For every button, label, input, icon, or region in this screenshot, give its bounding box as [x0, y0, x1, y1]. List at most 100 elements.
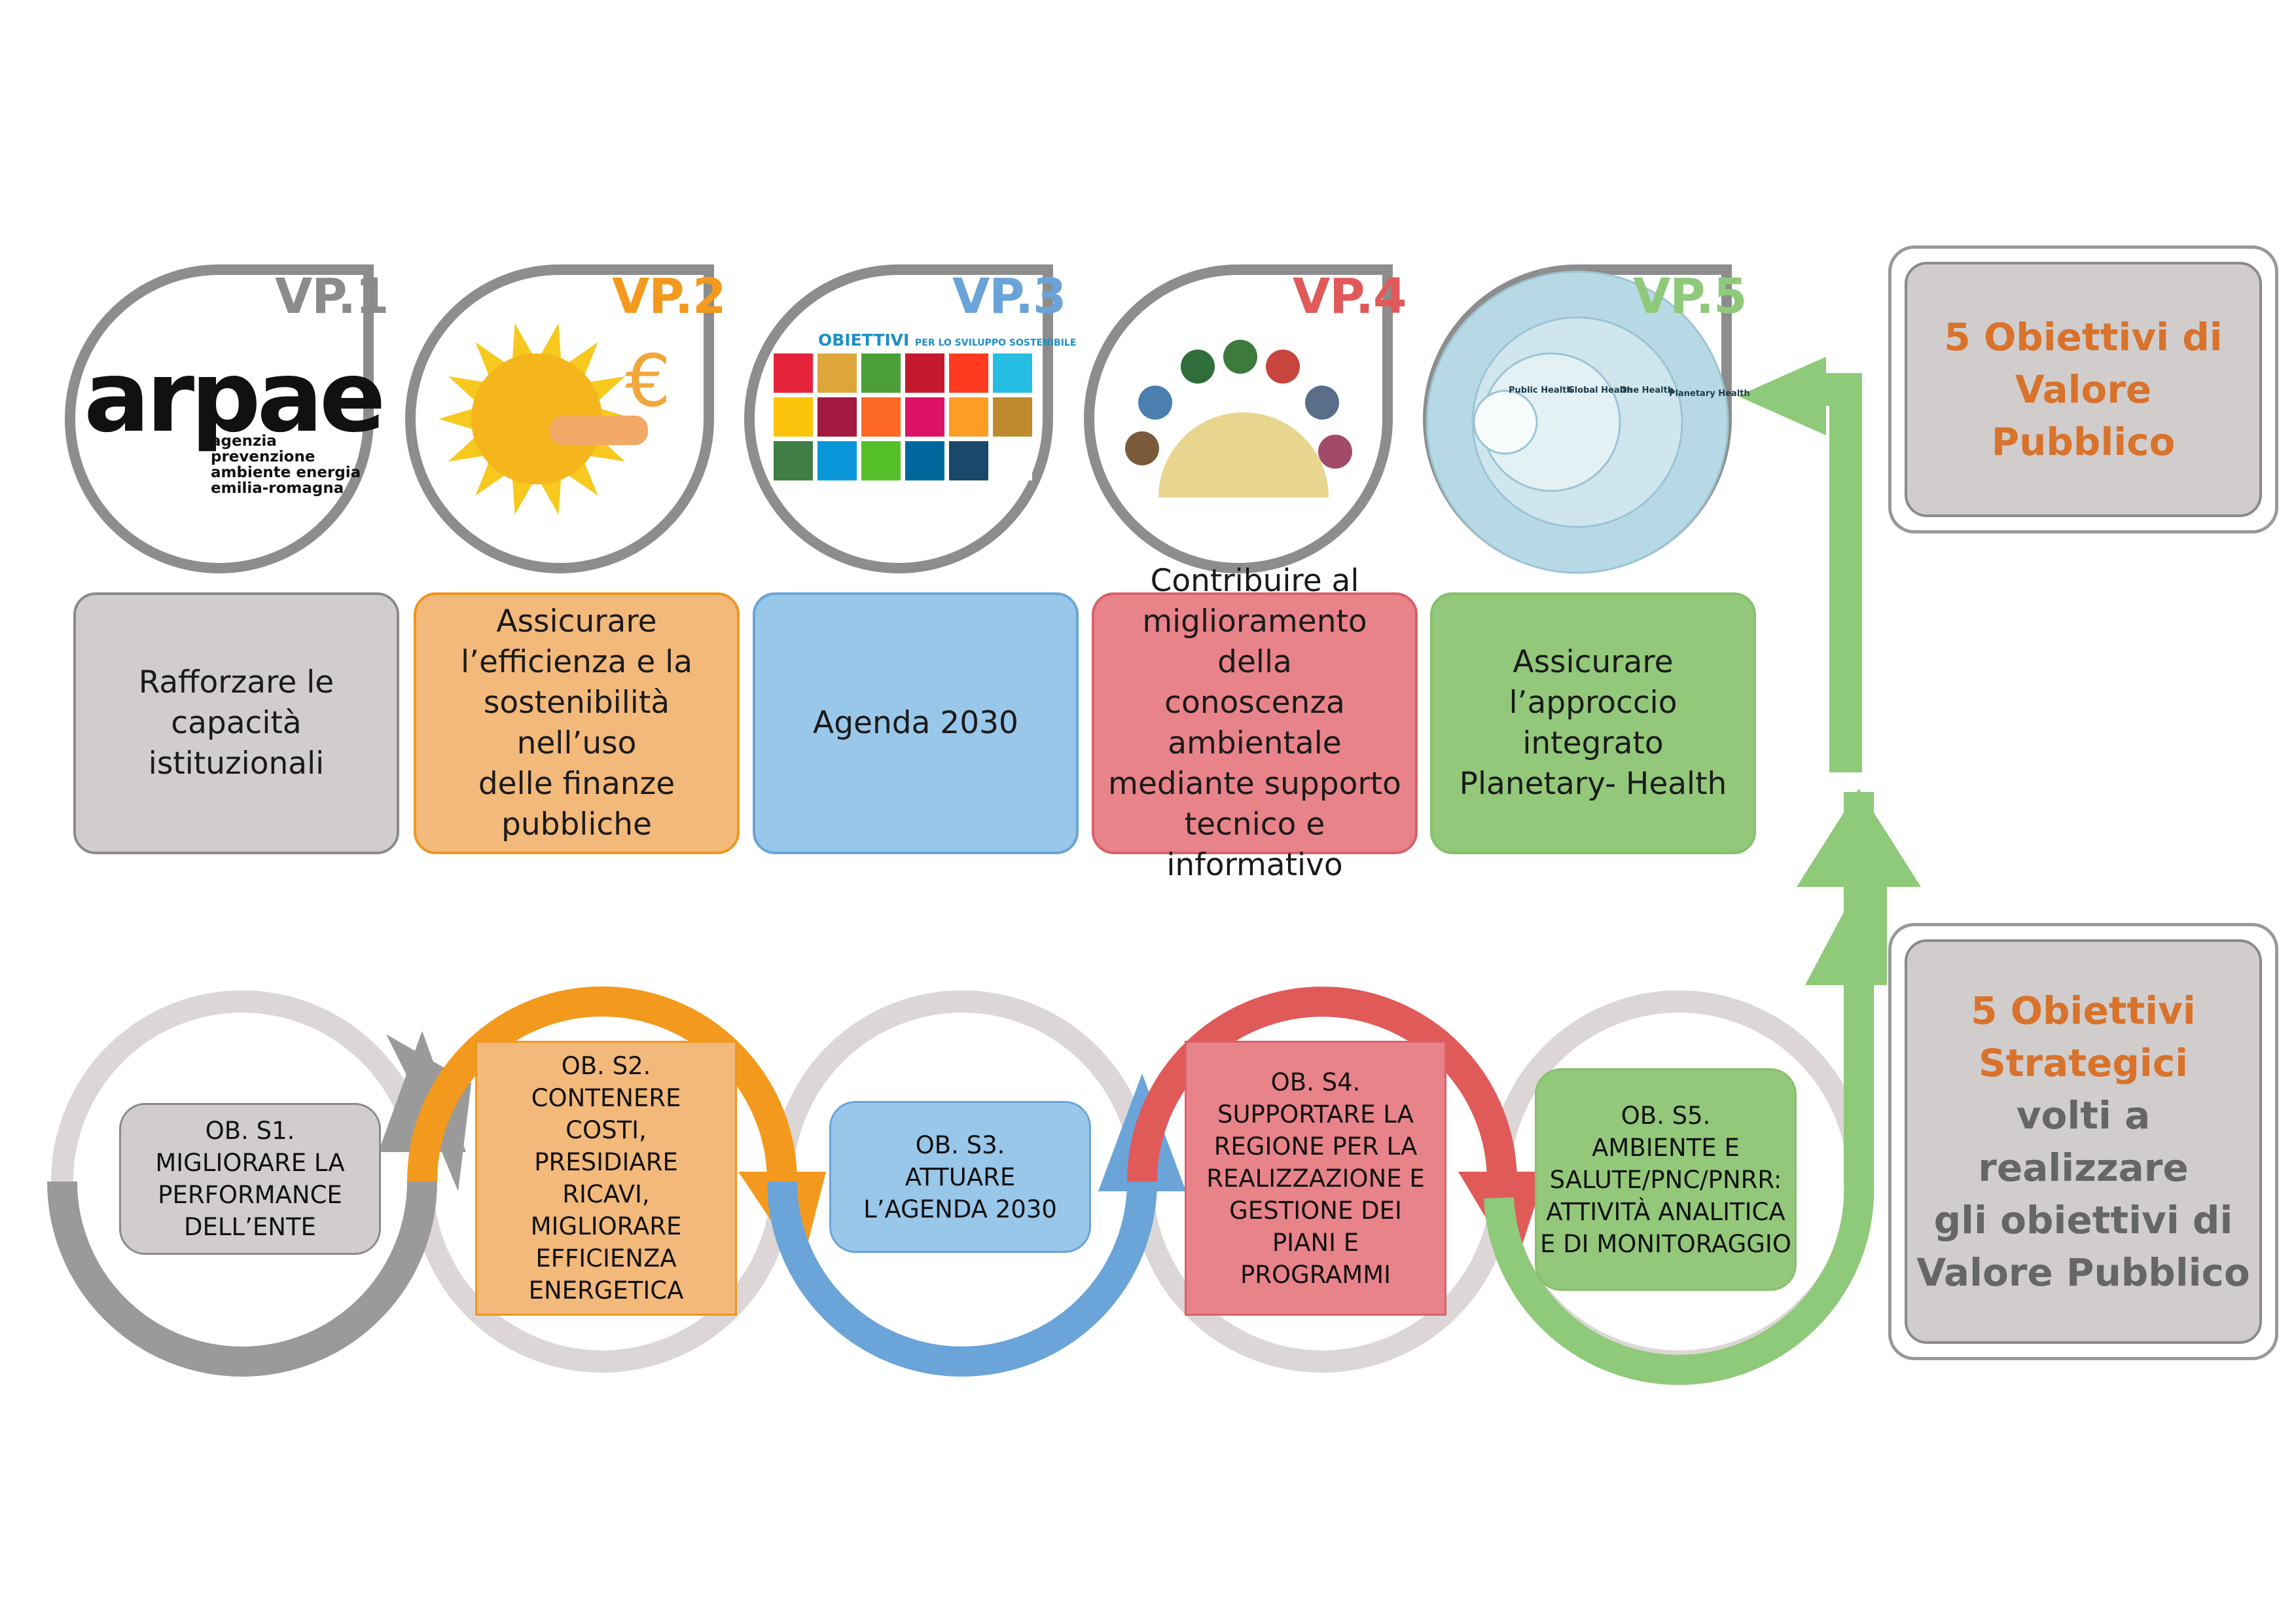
vp4-description: Contribuire al miglioramento della conosce… [1092, 563, 1418, 883]
ob-s2-line: COSTI, [565, 1116, 647, 1144]
ob-s3-line: L’AGENDA 2030 [863, 1195, 1057, 1223]
planetary-health-label: Planetary Health [1669, 389, 1750, 399]
vp3-description: Agenda 2030 [753, 592, 1079, 854]
arc-s3 [767, 1181, 1157, 1377]
green-arrow-left-head [1738, 357, 1826, 435]
vp1-line: capacità [171, 705, 302, 741]
sdg-tile [817, 353, 857, 393]
arc-s4 [1127, 986, 1517, 1182]
planetary-health-label: Global Health [1568, 386, 1633, 395]
ob-s2-box: OB. S2. CONTENERE COSTI, PRESIDIARE RICAVI, M… [475, 1041, 737, 1316]
arc-s2 [407, 986, 797, 1182]
vp4-line: mediante supporto [1108, 766, 1401, 802]
sun-energy-icon: € [439, 323, 671, 515]
ob-s4-line: PIANI E [1272, 1228, 1359, 1257]
ob-s4-line: GESTIONE DEI [1229, 1196, 1402, 1225]
person-icon [1318, 435, 1352, 469]
vp4-line: Contribuire al [1150, 563, 1359, 599]
sdg-tile [993, 353, 1032, 393]
vp2-line: Assicurare [496, 604, 657, 640]
planetary-health-label: One Health [1620, 386, 1674, 395]
meeting-table-icon [1125, 340, 1352, 497]
sdg-tile [817, 441, 857, 480]
arc-s1 [47, 1181, 437, 1377]
green-arrow-head [1797, 789, 1921, 887]
ob-s1-line: PERFORMANCE [158, 1181, 342, 1209]
ob-s4-line: SUPPORTARE LA [1217, 1100, 1414, 1128]
vp4-label: VP.4 [1293, 268, 1407, 325]
sdg-tile [905, 441, 944, 480]
sdg-tile [774, 441, 813, 480]
vp4-line: miglioramento della [1142, 604, 1367, 680]
sdg-tile [774, 353, 813, 393]
person-icon [1266, 350, 1300, 384]
sdg-tile [861, 397, 901, 437]
strategic-panel: 5 Obiettivi Strategici volti a realizzar… [1905, 939, 2262, 1344]
ob-s2-line: CONTENERE [531, 1084, 681, 1112]
sdg-tile [949, 397, 988, 437]
ob-s1-line: DELL’ENTE [184, 1213, 316, 1241]
person-icon [1138, 386, 1172, 420]
sdg-tile [993, 397, 1032, 437]
vp5-line: l’approccio [1509, 685, 1677, 721]
vp2-line: pubbliche [501, 806, 652, 842]
euro-icon: € [625, 339, 671, 423]
ob-s2-line: PRESIDIARE [534, 1148, 678, 1176]
vp1-line: Rafforzare le [138, 664, 334, 700]
sdg-grid-icon [774, 353, 1032, 480]
sdg-tile [774, 397, 813, 437]
ob-s3-box: OB. S3. ATTUARE L’AGENDA 2030 [829, 1101, 1091, 1253]
person-icon [1223, 340, 1257, 374]
sdg-tile [905, 353, 944, 393]
sdg-tile [861, 441, 901, 480]
sdg-tile [817, 397, 857, 437]
vp3-label: VP.3 [952, 268, 1067, 325]
ob-s2-line: EFFICIENZA [535, 1244, 677, 1272]
ob-s2-line: RICAVI, [562, 1180, 650, 1208]
arpae-logo: arpae [84, 340, 386, 454]
ob-s2-line: OB. S2. [561, 1052, 651, 1080]
ob-s4-line: REALIZZAZIONE E [1206, 1164, 1425, 1193]
ob-s5-line: ATTIVITÀ ANALITICA [1546, 1197, 1785, 1226]
vp1-label: VP.1 [275, 268, 389, 325]
vp5-line: integrato [1522, 725, 1664, 761]
ob-s3-line: ATTUARE [905, 1163, 1016, 1191]
ob-s1-line: OB. S1. [205, 1117, 295, 1145]
vp2-line: delle finanze [478, 766, 675, 802]
vp1-line: istituzionali [148, 746, 325, 782]
planetary-health-label: Public Health [1509, 386, 1573, 395]
person-icon [1125, 431, 1159, 465]
ob-s3-line: OB. S3. [915, 1130, 1005, 1159]
green-arrow-shaft-top [1829, 373, 1862, 772]
vp4-line: tecnico e informativo [1166, 806, 1343, 883]
vp5-line: Planetary- Health [1459, 766, 1727, 802]
ob-s2-line: MIGLIORARE [530, 1212, 682, 1240]
vp3-line: Agenda 2030 [813, 705, 1018, 741]
vp2-line: l’efficienza e la [460, 644, 693, 680]
ob-s4-line: PROGRAMMI [1240, 1260, 1391, 1289]
sdg-tile [993, 441, 1032, 480]
green-arrow-top-bar [1820, 373, 1862, 406]
vp5-label: VP.5 [1633, 268, 1748, 325]
ob-s4-line: REGIONE PER LA [1213, 1132, 1418, 1161]
vp4-line: conoscenza [1164, 685, 1345, 721]
value-panel: 5 Obiettivi di Valore Pubblico [1905, 262, 2262, 517]
ob-s5-line: OB. S5. [1621, 1101, 1711, 1130]
ob-s5-line: SALUTE/PNC/PNRR: [1549, 1165, 1782, 1194]
ob-s2-line: ENERGETICA [528, 1276, 684, 1305]
vp5-line: Assicurare [1513, 644, 1674, 680]
arc-s5 [1484, 792, 1874, 1385]
sdg-tile [949, 353, 988, 393]
green-up-arrow [1805, 884, 1887, 985]
vp1-description: Rafforzare le capacità istituzionali [73, 592, 399, 854]
person-icon [1305, 386, 1339, 420]
